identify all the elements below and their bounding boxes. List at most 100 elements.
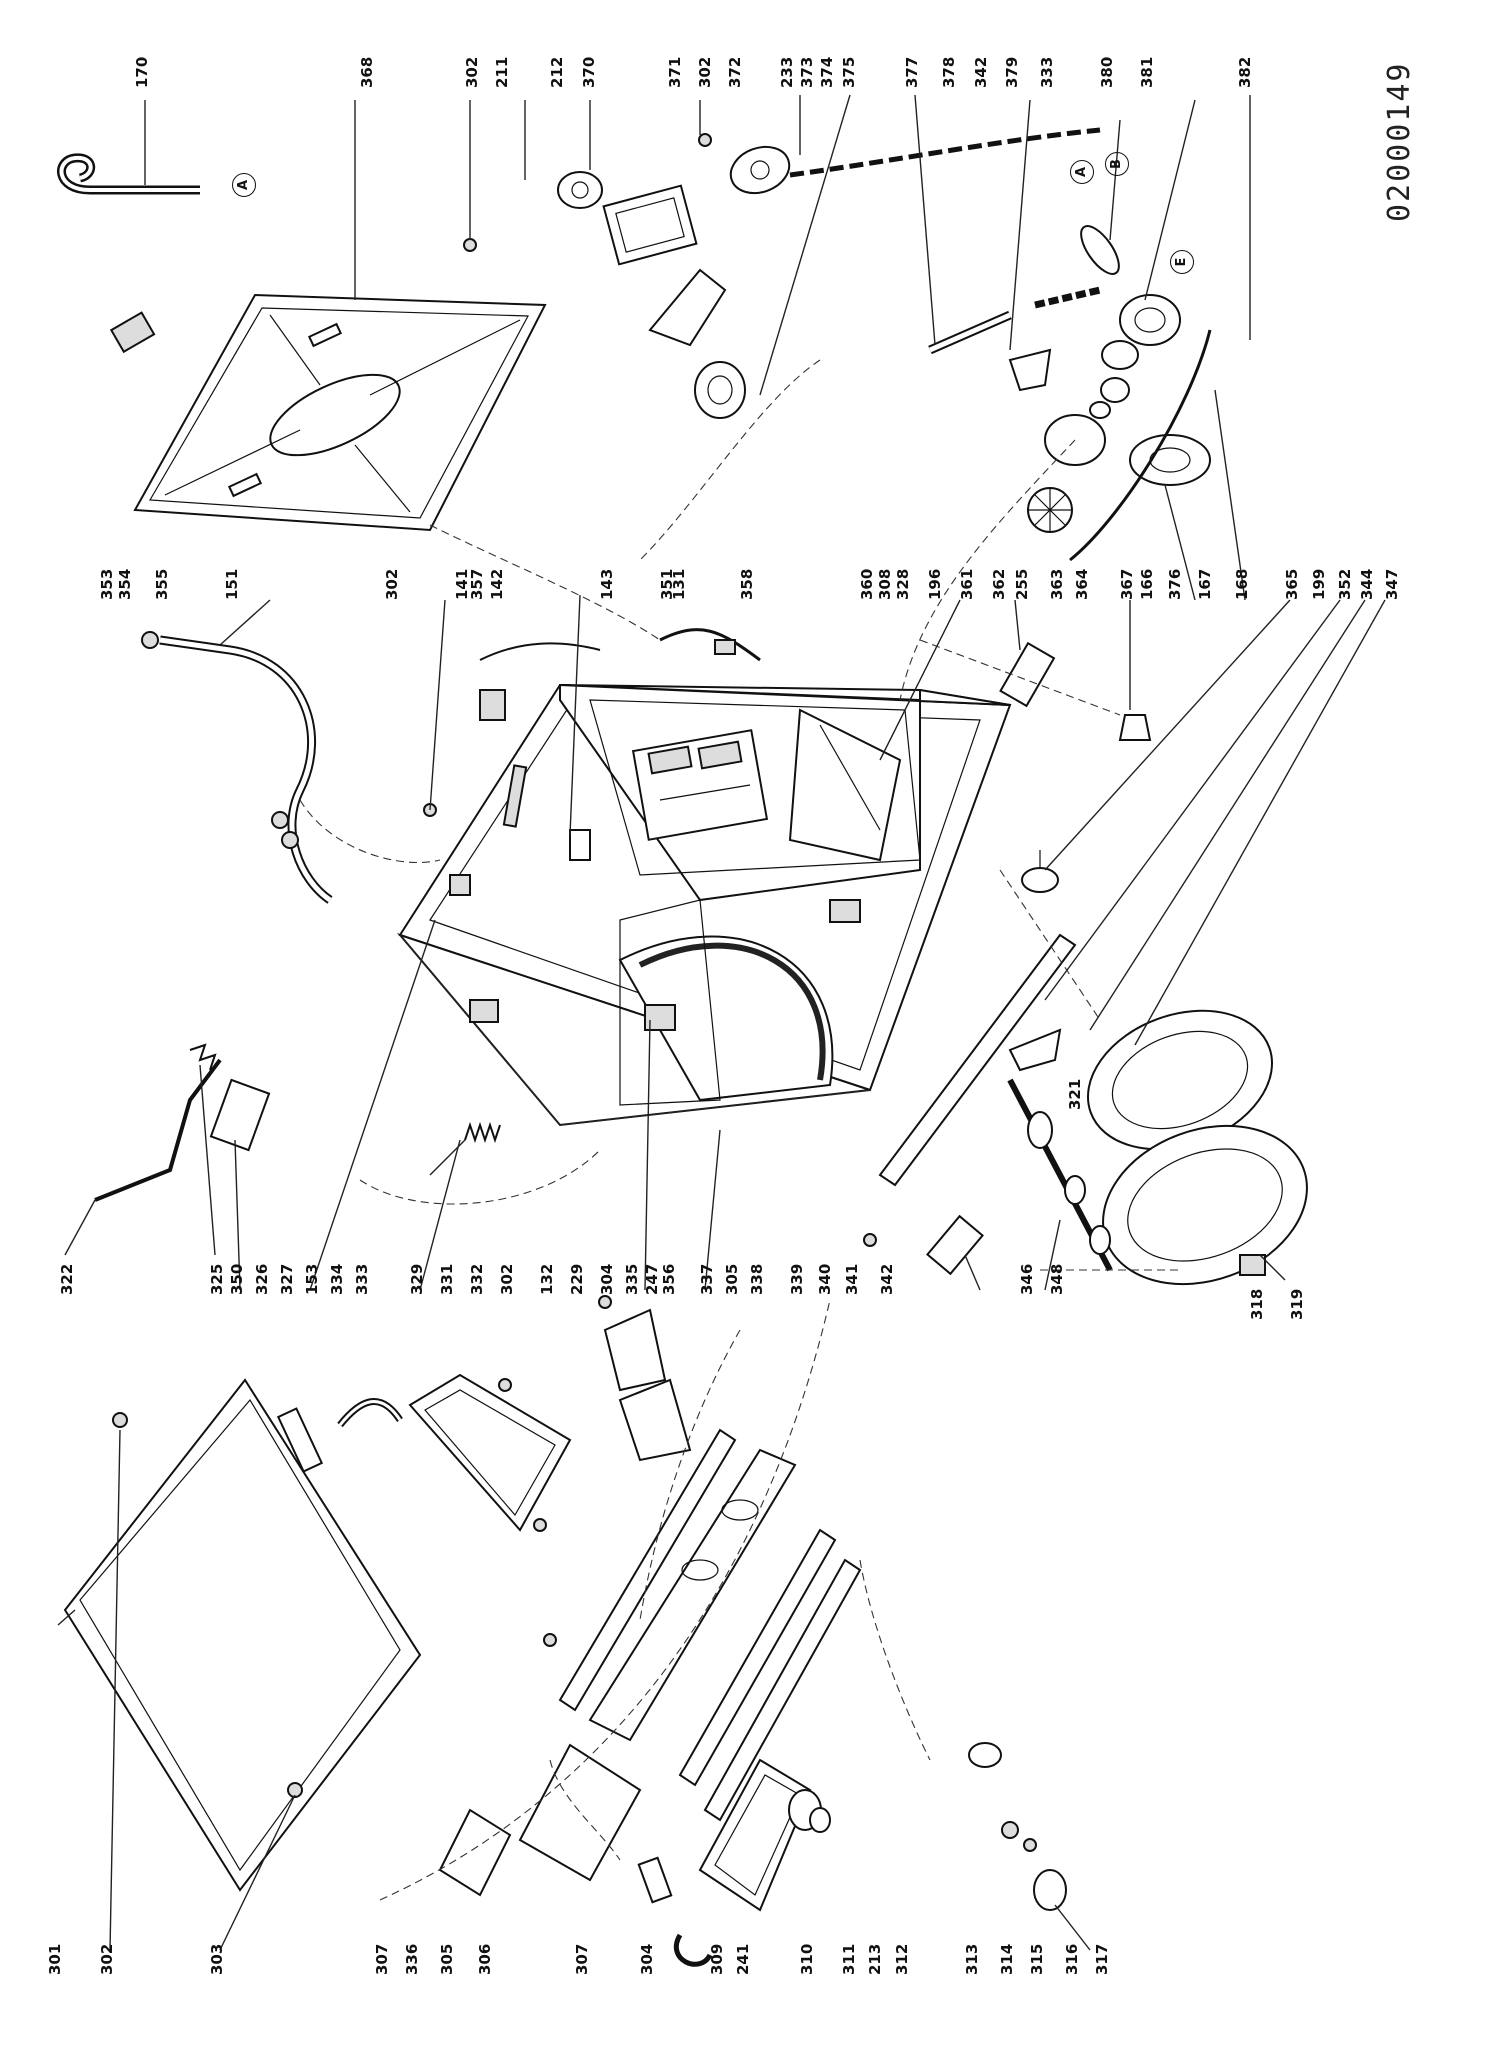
- component-255: [999, 641, 1056, 708]
- belt-167: [1069, 329, 1212, 562]
- part-label: 312: [893, 1943, 911, 1975]
- callout-letter: A: [1074, 166, 1089, 178]
- leader-lines: [57, 94, 1386, 1951]
- part-label: 247: [643, 1263, 661, 1295]
- part-label: 316: [1063, 1943, 1081, 1975]
- part-label: 305: [723, 1263, 741, 1295]
- part-label: 329: [408, 1263, 426, 1295]
- part-label: 306: [476, 1943, 494, 1975]
- pressostat-372-233: [729, 145, 791, 195]
- knobs-313-317: [968, 1742, 1067, 1911]
- bearing-375: [694, 361, 746, 419]
- inlet-hose-151: [141, 631, 333, 904]
- part-label: 344: [1358, 568, 1376, 600]
- part-label: 325: [208, 1263, 226, 1295]
- part-label: 358: [738, 568, 756, 600]
- part-label: 304: [638, 1943, 656, 1975]
- part-label: 347: [1383, 568, 1401, 600]
- wires-141-142: [479, 642, 601, 721]
- part-label: 381: [1138, 56, 1156, 88]
- plate-350: [209, 1078, 271, 1152]
- part-label: 166: [1138, 568, 1156, 600]
- part-label: 354: [116, 568, 134, 600]
- part-label: 304: [598, 1263, 616, 1295]
- part-label: 361: [958, 568, 976, 600]
- callout-letter: A: [236, 179, 251, 191]
- part-label: 334: [328, 1263, 346, 1295]
- part-label: 317: [1093, 1943, 1111, 1975]
- hose-378: [928, 286, 1101, 355]
- part-label: 338: [748, 1263, 766, 1295]
- front-panel-339: [588, 1448, 797, 1742]
- part-label: 328: [894, 568, 912, 600]
- part-label: 379: [1003, 56, 1021, 88]
- part-label: 211: [493, 56, 511, 88]
- part-label: 229: [568, 1263, 586, 1295]
- part-label: 309: [708, 1943, 726, 1975]
- fan-363: [1027, 487, 1073, 533]
- part-label: 311: [840, 1943, 858, 1975]
- part-label: 336: [403, 1943, 421, 1975]
- part-label: 339: [788, 1263, 806, 1295]
- clip-355: [109, 311, 156, 354]
- part-label: 375: [840, 56, 858, 88]
- part-label: 142: [488, 568, 506, 600]
- part-label: 131: [670, 568, 688, 600]
- part-label: 303: [208, 1943, 226, 1975]
- spring-332: [429, 1121, 501, 1176]
- part-label: 255: [1013, 568, 1031, 600]
- latch-348: [1007, 1078, 1113, 1272]
- part-label: 327: [278, 1263, 296, 1295]
- part-label: 363: [1048, 568, 1066, 600]
- part-label: 350: [228, 1263, 246, 1295]
- dispenser-241: [698, 1758, 812, 1912]
- part-label: 302: [696, 56, 714, 88]
- clip-304: [637, 1856, 673, 1904]
- part-label: 326: [253, 1263, 271, 1295]
- part-label: 380: [1098, 56, 1116, 88]
- part-label: 321: [1066, 1078, 1084, 1110]
- top-cover-368: [133, 293, 547, 532]
- part-label: 342: [878, 1263, 896, 1295]
- part-label: 305: [438, 1943, 456, 1975]
- part-label: 362: [990, 568, 1008, 600]
- part-label: 377: [903, 56, 921, 88]
- rail: [878, 933, 1077, 1187]
- handle-333: [337, 1398, 403, 1428]
- lock-346: [926, 1214, 984, 1276]
- part-label: 378: [940, 56, 958, 88]
- part-label: 356: [660, 1263, 678, 1295]
- lid-301: [63, 1378, 422, 1892]
- part-label: 302: [98, 1943, 116, 1975]
- part-label: 213: [866, 1943, 884, 1975]
- pump-assembly-379-382: [1008, 225, 1181, 466]
- part-label: 357: [468, 568, 486, 600]
- bracket-132-356: [603, 1308, 692, 1462]
- callout-circle: A: [1070, 160, 1094, 184]
- part-label: 372: [726, 56, 744, 88]
- part-label: 365: [1283, 568, 1301, 600]
- part-label: 370: [580, 56, 598, 88]
- part-label: 333: [353, 1263, 371, 1295]
- callout-letter: E: [1174, 257, 1189, 267]
- part-label: 333: [1038, 56, 1056, 88]
- part-label: 307: [573, 1943, 591, 1975]
- part-label: 302: [463, 56, 481, 88]
- part-label: 355: [153, 568, 171, 600]
- spring-325: [189, 1043, 217, 1071]
- assembly-guides: [299, 359, 1180, 1901]
- component-358: [659, 628, 761, 662]
- cabinet: [396, 683, 1012, 1127]
- part-label: 332: [468, 1263, 486, 1295]
- rod-322: [94, 1058, 222, 1202]
- callout-letter: B: [1109, 159, 1124, 169]
- callout-circle: A: [232, 173, 256, 197]
- part-label: 376: [1166, 568, 1184, 600]
- hinge-318: [1239, 1254, 1266, 1276]
- part-label: 310: [798, 1943, 816, 1975]
- part-label: 241: [734, 1943, 752, 1975]
- callout-circle: B: [1105, 152, 1129, 176]
- part-label: 368: [358, 56, 376, 88]
